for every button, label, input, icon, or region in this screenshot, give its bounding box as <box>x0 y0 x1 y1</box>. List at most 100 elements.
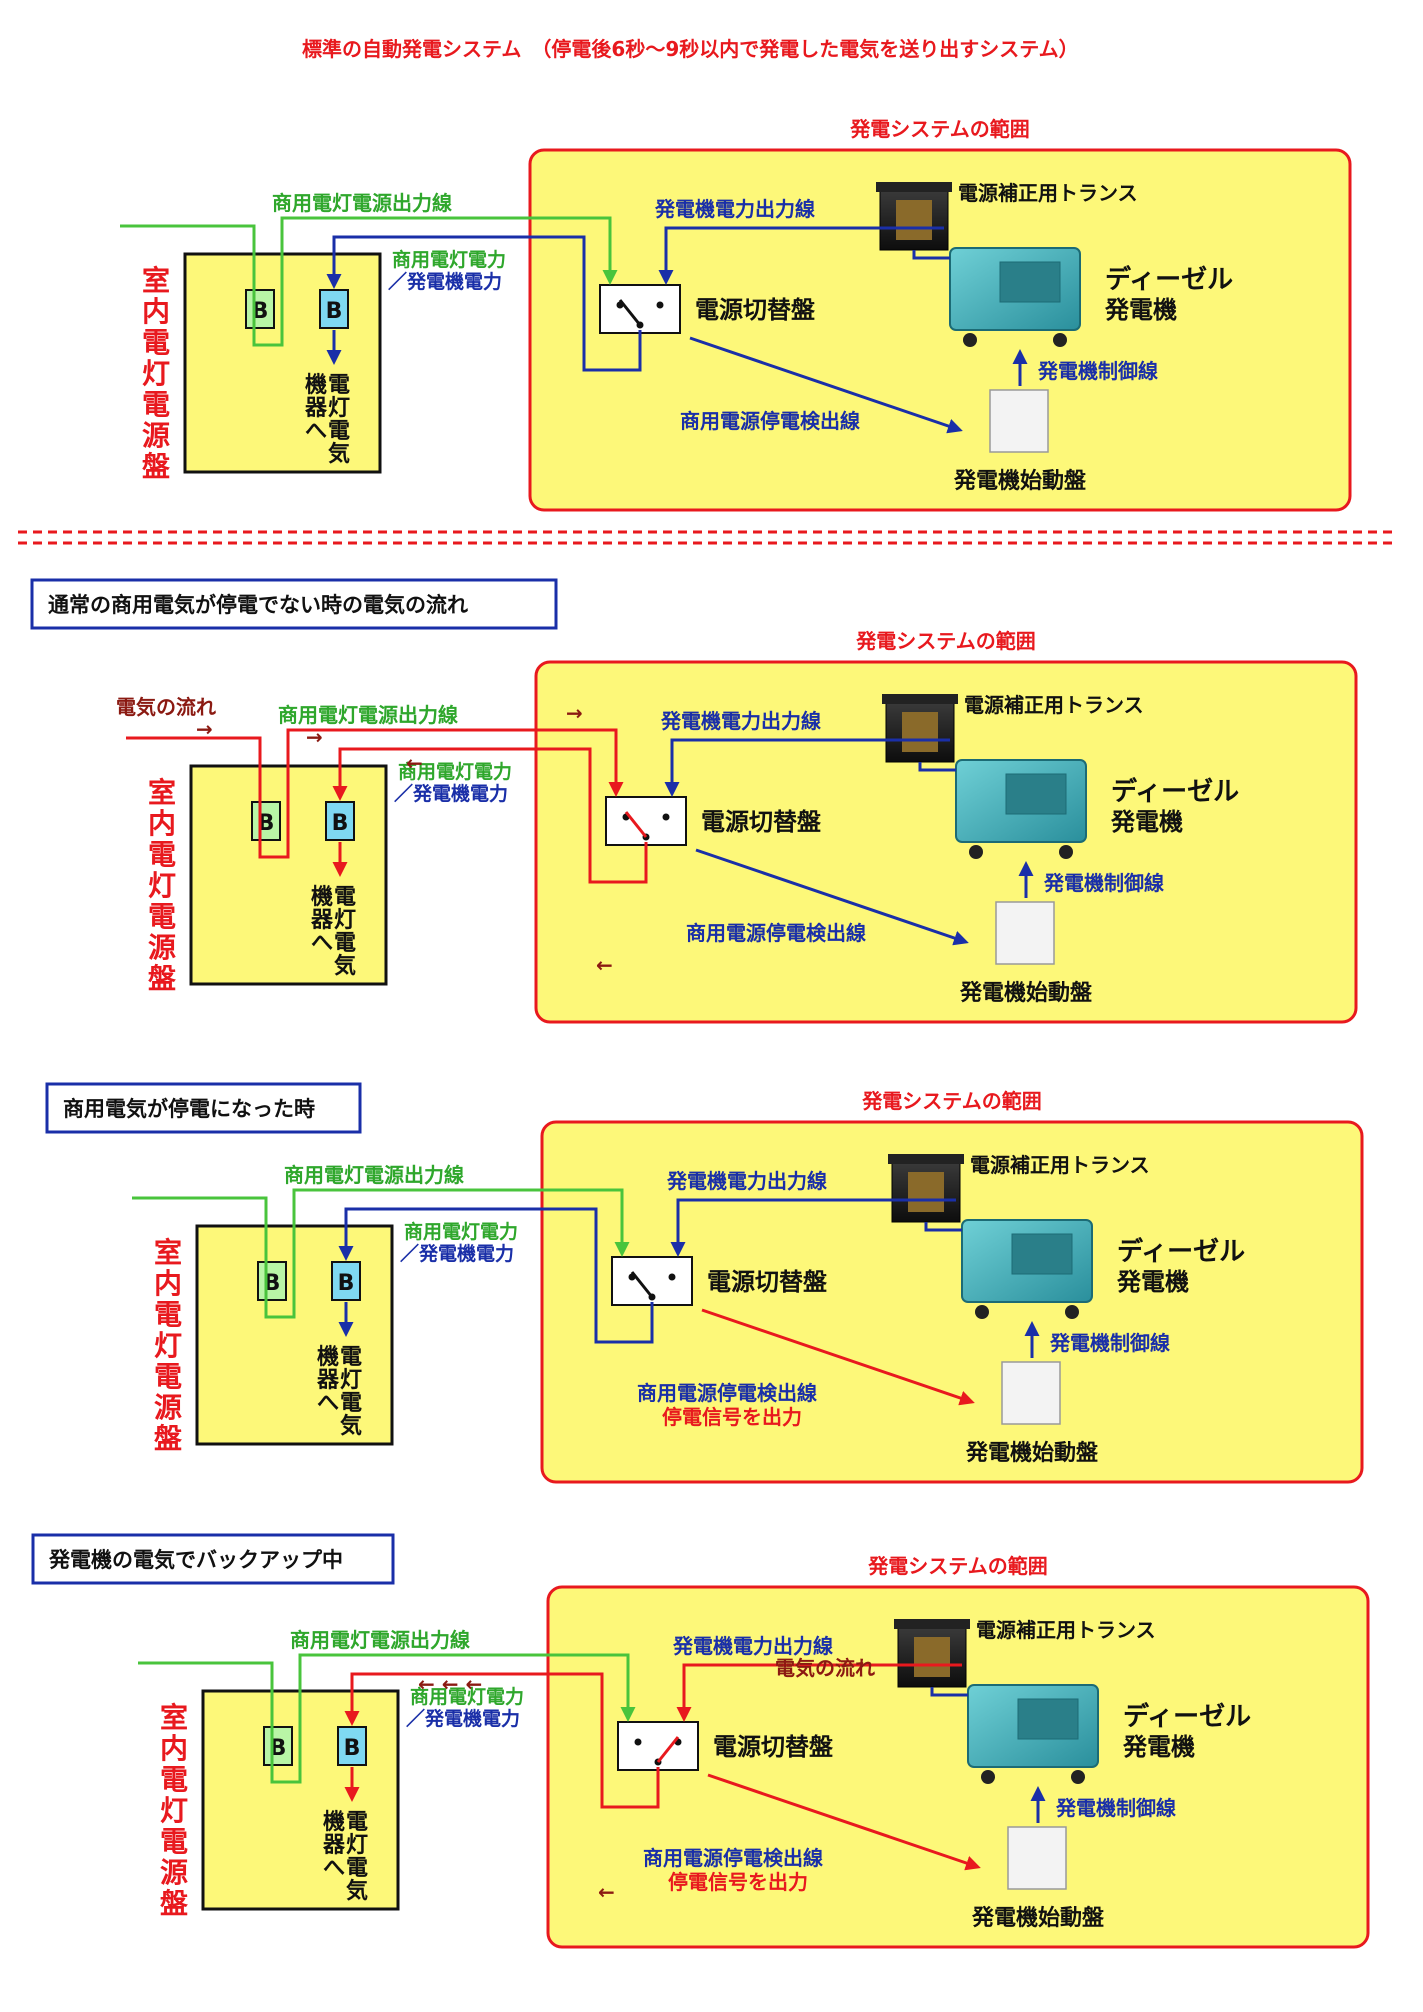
to-equipment-label-2-char: 気 <box>340 1413 362 1439</box>
to-equipment-label-2-char: 電 <box>340 1345 362 1370</box>
to-equipment-label-2-char: 電 <box>334 885 356 910</box>
breaker-load-label: B <box>344 1736 361 1761</box>
commercial-line-label: 商用電灯電源出力線 <box>290 1628 470 1652</box>
indoor-panel-label-char: 内 <box>154 1267 182 1300</box>
system-area-label: 発電システムの範囲 <box>855 629 1035 653</box>
system-area-box <box>546 1585 1370 1949</box>
transformer-label: 電源補正用トランス <box>958 181 1138 205</box>
to-equipment-label-2-char: 気 <box>334 953 356 979</box>
switch-contact-right <box>662 813 670 821</box>
generator-output-label: 発電機電力出力線 <box>666 1169 827 1193</box>
indoor-panel-label-char: 電 <box>148 900 176 933</box>
transformer-to-generator-line <box>930 1687 968 1697</box>
generator-wheel-left <box>963 333 977 347</box>
generator-wheel-right <box>1053 333 1067 347</box>
to-equipment-label-1-char: へ <box>305 419 327 444</box>
diesel-generator-icon <box>955 759 1087 859</box>
transformer-coil <box>902 712 938 752</box>
transformer-coil <box>908 1172 944 1212</box>
panel-supply-line <box>326 235 642 372</box>
indoor-panel-label-char: 内 <box>148 807 176 840</box>
section-heading: 商用電気が停電になった時 <box>45 1082 362 1134</box>
transformer-top <box>876 182 952 192</box>
indoor-panel-label-char: 灯 <box>160 1794 188 1827</box>
indoor-panel-label-char: 灯 <box>154 1329 182 1362</box>
breaker-load <box>319 289 349 329</box>
section-divider <box>18 530 1392 545</box>
to-equipment-label-1-char: 機 <box>317 1345 339 1370</box>
panel-power-label-2: ／発電機電力 <box>388 270 502 293</box>
indoor-panel-label-char: 電 <box>160 1763 188 1796</box>
system-area-label: 発電システムの範囲 <box>867 1554 1047 1578</box>
indoor-panel-label-char: 盤 <box>148 962 177 995</box>
section-heading-box <box>31 1533 395 1585</box>
to-equipment-label-1-char: 器 <box>316 1368 340 1393</box>
indoor-panel-label-char: 源 <box>154 1391 182 1424</box>
transformer-top <box>882 694 958 704</box>
diesel-generator-label-2: 発電機 <box>1104 296 1177 324</box>
breaker-commercial <box>251 801 281 841</box>
generator-wheel-left <box>975 1305 989 1319</box>
transformer-icon <box>882 694 958 763</box>
breaker-load-label: B <box>326 299 343 324</box>
starter-panel-label: 発電機始動盤 <box>965 1440 1099 1466</box>
flow-arrow-3: → <box>566 701 583 725</box>
transformer-to-generator-line <box>918 762 956 772</box>
panel-power-label-1: 商用電灯電力 <box>392 248 506 271</box>
starter-panel-box <box>995 901 1055 965</box>
transformer-to-generator-line <box>912 250 950 260</box>
generator-output-line <box>658 226 944 285</box>
diesel-generator-icon <box>949 247 1081 347</box>
indoor-panel-label-char: 電 <box>148 838 176 871</box>
system-area-label: 発電システムの範囲 <box>849 117 1029 141</box>
diesel-generator-label-2: 発電機 <box>1110 808 1183 836</box>
section-heading: 発電機の電気でバックアップ中 <box>31 1533 395 1585</box>
to-equipment-label-2-char: 灯 <box>340 1368 362 1393</box>
switch-contact-left <box>634 1738 642 1746</box>
indoor-panel-label-char: 灯 <box>148 869 176 902</box>
transformer-coil <box>896 200 932 240</box>
switch-arm <box>656 1736 680 1763</box>
diesel-generator-label-2: 発電機 <box>1122 1733 1195 1761</box>
breaker-commercial-label: B <box>252 299 269 324</box>
outage-detect-label: 商用電源停電検出線 <box>686 921 866 945</box>
to-equipment-label-1-char: へ <box>317 1391 339 1416</box>
to-equipment-label-1-char: 機 <box>311 885 333 910</box>
generator-control-label: 発電機制御線 <box>1037 359 1158 383</box>
indoor-panel-label-char: 源 <box>142 419 170 452</box>
transformer-coil <box>914 1637 950 1677</box>
indoor-panel-label-char: 電 <box>154 1360 182 1393</box>
section-heading: 通常の商用電気が停電でない時の電気の流れ <box>30 578 558 630</box>
panel-power-label-2: ／発電機電力 <box>394 782 508 805</box>
outage-detect-label: 商用電源停電検出線 <box>680 409 860 433</box>
starter-panel-label: 発電機始動盤 <box>959 980 1093 1006</box>
breaker-load <box>337 1726 367 1766</box>
diesel-generator-label-1: ディーゼル <box>1117 1236 1245 1267</box>
generator-output-line <box>676 1663 962 1722</box>
generator-output-label: 発電機電力出力線 <box>672 1634 833 1658</box>
starter-panel-box <box>989 389 1049 453</box>
to-equipment-label-1-char: 機 <box>305 373 327 398</box>
generator-panel <box>1005 773 1067 815</box>
system-area-box <box>534 660 1358 1024</box>
outage-detect-label: 商用電源停電検出線 <box>637 1381 817 1405</box>
transformer-top <box>888 1154 964 1164</box>
to-equipment-label-1: 機器へ <box>322 1810 346 1881</box>
system-area-box <box>540 1120 1364 1484</box>
indoor-panel-label-char: 電 <box>154 1298 182 1331</box>
panel-power-label-1: 商用電灯電力 <box>404 1220 518 1243</box>
commercial-supply-line <box>132 1188 630 1319</box>
transformer-top <box>894 1619 970 1629</box>
outage-detect-line <box>701 1308 975 1406</box>
to-equipment-label-1-char: へ <box>311 931 333 956</box>
starter-panel-box <box>1007 1826 1067 1890</box>
transformer-label: 電源補正用トランス <box>964 693 1144 717</box>
outage-detect-label: 商用電源停電検出線 <box>643 1846 823 1870</box>
